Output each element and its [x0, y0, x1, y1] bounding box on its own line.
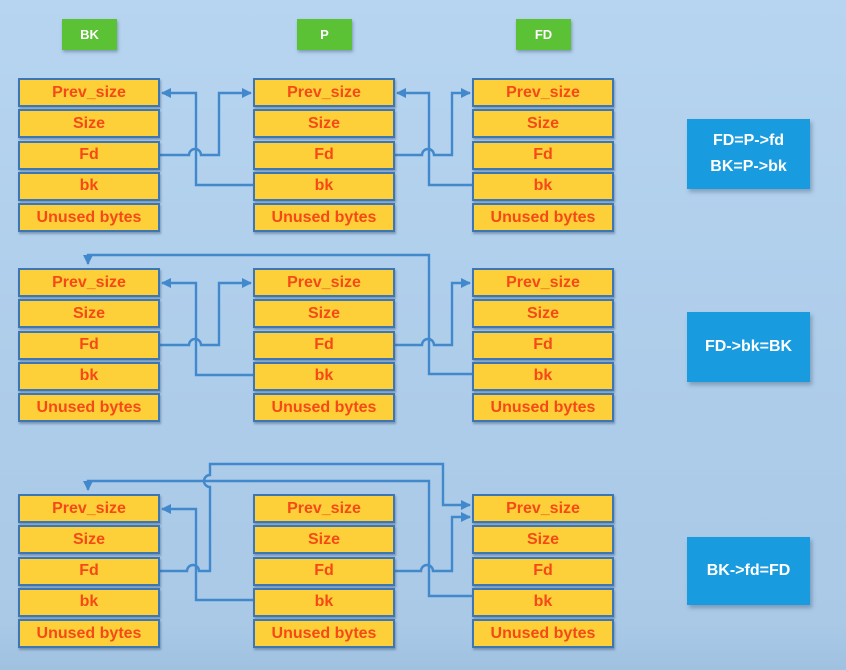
chunk-field-prev-size: Prev_size: [18, 78, 160, 107]
chunk-field-size: Size: [18, 109, 160, 139]
chunk-field-prev-size: Prev_size: [253, 494, 395, 523]
note-text: BK=P->bk: [710, 158, 787, 175]
chunk-field-prev-size: Prev_size: [472, 268, 614, 297]
arrow-row3-fd-bk-to-bk-top: [83, 479, 472, 598]
note-box-row2: FD->bk=BK: [687, 312, 810, 382]
chunk-field-unused-bytes: Unused bytes: [18, 619, 160, 648]
chunk-field-prev-size: Prev_size: [253, 268, 395, 297]
chunk-field-bk: bk: [18, 361, 160, 391]
chunk-field-bk: bk: [253, 587, 395, 617]
arrow-row1-p-fd-to-fd-prevsize: [395, 88, 471, 157]
chunk-field-fd: Fd: [18, 330, 160, 360]
chunk-field-fd: Fd: [253, 556, 395, 586]
chunk-field-prev-size: Prev_size: [472, 78, 614, 107]
chunk-field-unused-bytes: Unused bytes: [472, 393, 614, 422]
chunk-field-unused-bytes: Unused bytes: [253, 393, 395, 422]
chunk-field-unused-bytes: Unused bytes: [253, 619, 395, 648]
chunk-field-bk: bk: [253, 361, 395, 391]
chunk-field-unused-bytes: Unused bytes: [472, 619, 614, 648]
arrow-row1-fd-bk-to-p-prevsize: [396, 88, 472, 187]
chunk-field-fd: Fd: [472, 556, 614, 586]
chunk-field-prev-size: Prev_size: [18, 494, 160, 523]
chunk-field-size: Size: [18, 525, 160, 555]
chunk-field-size: Size: [253, 525, 395, 555]
chunk-field-fd: Fd: [18, 556, 160, 586]
arrow-row3-p-bk-to-bk-prevsize: [161, 504, 253, 602]
note-text: FD->bk=BK: [704, 338, 793, 355]
chunk-field-size: Size: [472, 299, 614, 329]
chunk-field-size: Size: [472, 109, 614, 139]
chunk-field-fd: Fd: [253, 330, 395, 360]
arrow-row2-p-bk-to-bk-prevsize: [161, 278, 253, 377]
chunk-field-bk: bk: [472, 361, 614, 391]
chunk-field-size: Size: [472, 525, 614, 555]
arrow-row1-bk-fd-to-p-prevsize: [160, 88, 252, 157]
column-label-fd: FD: [516, 19, 571, 50]
arrow-row2-fd-bk-to-bk-top: [83, 253, 472, 376]
chunk-field-unused-bytes: Unused bytes: [472, 203, 614, 232]
note-box-row3: BK->fd=FD: [687, 537, 810, 605]
chunk-field-fd: Fd: [253, 140, 395, 170]
chunk-field-prev-size: Prev_size: [18, 268, 160, 297]
chunk-field-prev-size: Prev_size: [253, 78, 395, 107]
chunk-field-unused-bytes: Unused bytes: [253, 203, 395, 232]
note-text: BK->fd=FD: [706, 562, 791, 579]
chunk-field-bk: bk: [472, 171, 614, 201]
chunk-field-bk: bk: [253, 171, 395, 201]
arrow-row1-p-bk-to-bk-prevsize: [161, 88, 253, 187]
chunk-field-unused-bytes: Unused bytes: [18, 203, 160, 232]
chunk-field-size: Size: [18, 299, 160, 329]
arrow-row3-bk-fd-to-fd-prevsize: [160, 462, 471, 573]
column-label-p: P: [297, 19, 352, 50]
arrow-row2-p-fd-to-fd-prevsize: [395, 278, 471, 347]
note-text: FD=P->fd: [712, 132, 785, 149]
chunk-field-unused-bytes: Unused bytes: [18, 393, 160, 422]
arrow-row2-bk-fd-to-p-prevsize: [160, 278, 252, 347]
chunk-field-bk: bk: [18, 587, 160, 617]
chunk-field-bk: bk: [18, 171, 160, 201]
chunk-field-fd: Fd: [18, 140, 160, 170]
chunk-field-size: Size: [253, 109, 395, 139]
chunk-field-prev-size: Prev_size: [472, 494, 614, 523]
arrow-row3-p-fd-to-fd-prevsize: [395, 512, 471, 573]
chunk-field-size: Size: [253, 299, 395, 329]
chunk-field-fd: Fd: [472, 140, 614, 170]
column-label-bk: BK: [62, 19, 117, 50]
chunk-field-bk: bk: [472, 587, 614, 617]
chunk-field-fd: Fd: [472, 330, 614, 360]
